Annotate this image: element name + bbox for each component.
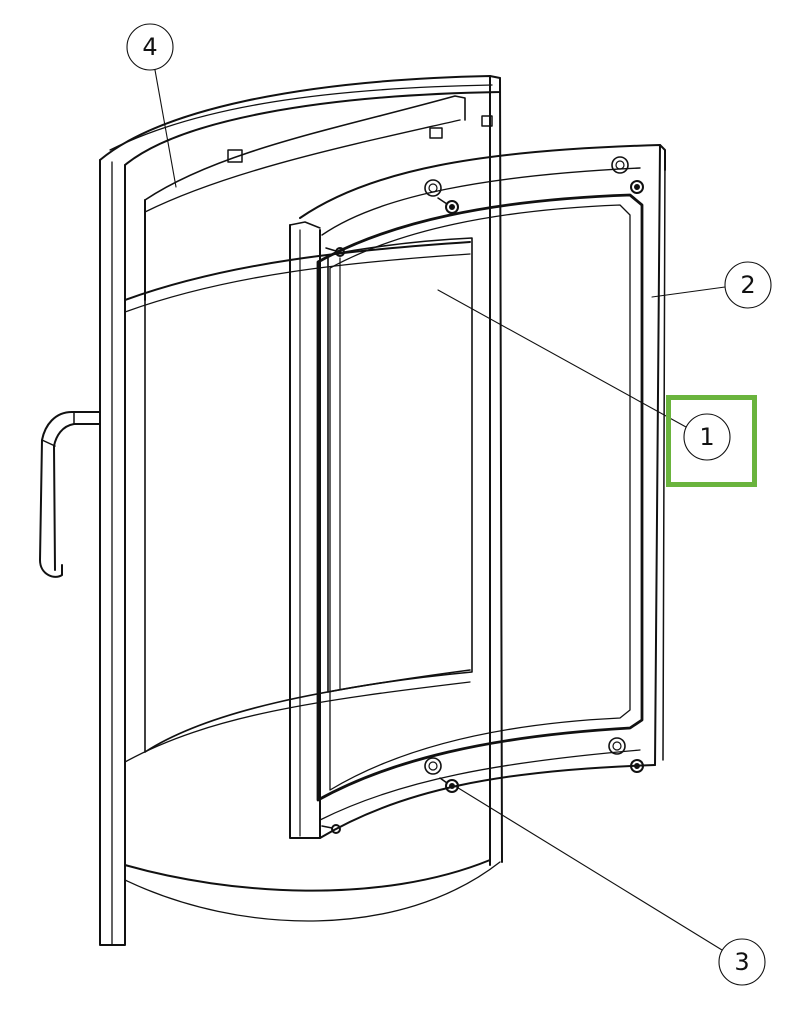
glass-panel	[327, 237, 473, 693]
leader-line-2	[651, 286, 726, 298]
leader-line-1	[437, 289, 687, 428]
leader-line-3	[454, 785, 723, 951]
screws	[321, 180, 644, 834]
callouts	[126, 23, 772, 986]
highlight-box-callout-1	[666, 395, 757, 487]
callout-bubble-1	[683, 413, 731, 461]
callout-bubble-2	[724, 261, 772, 309]
door-body	[99, 75, 503, 946]
callout-bubble-4	[126, 23, 174, 71]
leader-line-4	[154, 69, 177, 188]
front-frame	[289, 144, 666, 839]
callout-bubble-3	[718, 938, 766, 986]
door-handle	[39, 411, 101, 578]
